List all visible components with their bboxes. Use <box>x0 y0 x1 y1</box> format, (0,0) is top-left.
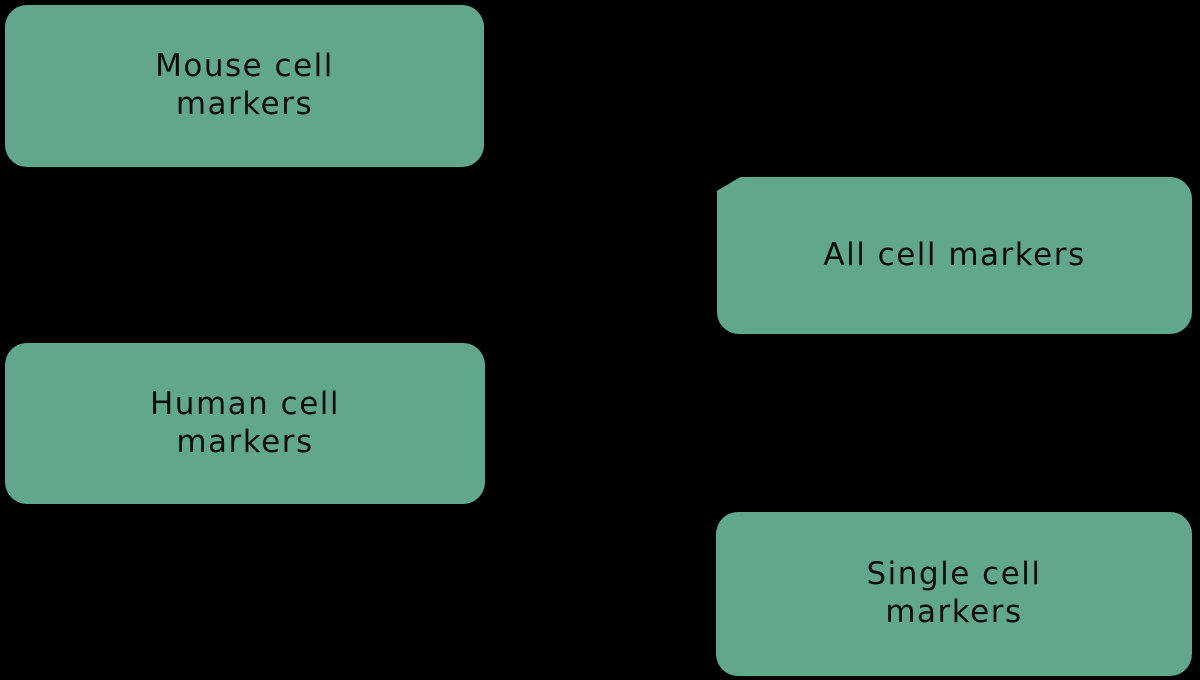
node-label: Mouse cell markers <box>155 48 334 122</box>
node-label: All cell markers <box>823 236 1086 273</box>
node-single-cell-markers: Single cell markers <box>716 512 1192 676</box>
node-label: Human cell markers <box>150 385 340 460</box>
node-all-cell-markers: All cell markers <box>717 177 1192 334</box>
node-label: Single cell markers <box>866 556 1042 630</box>
node-mouse-cell-markers: Mouse cell markers <box>5 5 484 167</box>
node-human-cell-markers: Human cell markers <box>5 343 485 504</box>
